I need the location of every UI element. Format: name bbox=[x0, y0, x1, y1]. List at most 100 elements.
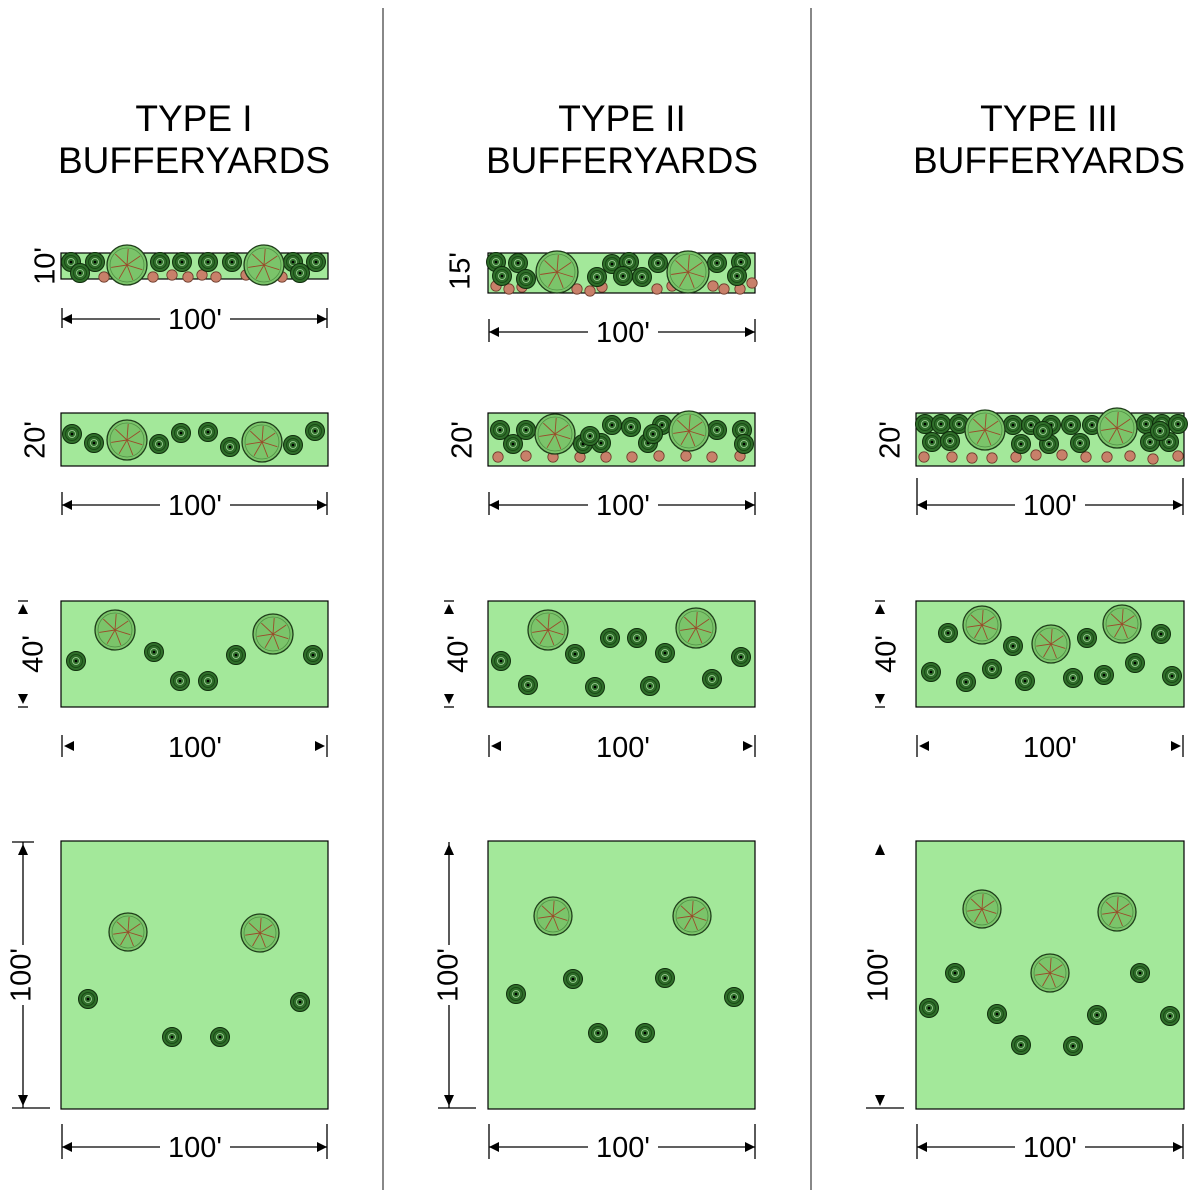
evergreen-tree-icon bbox=[724, 987, 744, 1007]
evergreen-tree-icon bbox=[150, 252, 170, 272]
evergreen-tree-icon bbox=[491, 651, 511, 671]
evergreen-tree-icon bbox=[198, 252, 218, 272]
width-label: 100' bbox=[1023, 1132, 1077, 1164]
plants-type2-20ft bbox=[490, 410, 754, 463]
evergreen-tree-icon bbox=[648, 253, 668, 273]
plants-type3-100ft bbox=[919, 889, 1180, 1056]
type-1-title-line2: BUFFERYARDS bbox=[58, 140, 330, 181]
evergreen-tree-icon bbox=[171, 423, 191, 443]
shade-tree-icon bbox=[1097, 892, 1137, 932]
type-2-title-line2: BUFFERYARDS bbox=[486, 140, 758, 181]
shrub-icon bbox=[503, 283, 515, 295]
shrub-icon bbox=[746, 277, 758, 289]
shrub-icon bbox=[1030, 449, 1042, 461]
evergreen-tree-icon bbox=[149, 434, 169, 454]
depth-dimension bbox=[875, 600, 885, 708]
width-dimension bbox=[61, 735, 328, 757]
width-label: 100' bbox=[168, 490, 222, 522]
depth-dimension bbox=[444, 600, 454, 708]
type-1-title-line1: TYPE I bbox=[135, 98, 252, 139]
evergreen-tree-icon bbox=[66, 651, 86, 671]
shrub-icon bbox=[182, 271, 194, 283]
depth-label: 20' bbox=[875, 421, 907, 459]
shade-tree-icon bbox=[1030, 953, 1070, 993]
shade-tree-icon bbox=[106, 244, 148, 286]
shade-tree-icon bbox=[1102, 604, 1142, 644]
width-label: 100' bbox=[1023, 490, 1077, 522]
shade-tree-icon bbox=[527, 609, 569, 651]
evergreen-tree-icon bbox=[306, 252, 326, 272]
evergreen-tree-icon bbox=[85, 252, 105, 272]
evergreen-tree-icon bbox=[210, 1027, 230, 1047]
shrub-icon bbox=[600, 451, 612, 463]
shrub-icon bbox=[584, 285, 596, 297]
evergreen-tree-icon bbox=[283, 435, 303, 455]
depth-label: 40' bbox=[18, 635, 50, 673]
width-label: 100' bbox=[168, 732, 222, 764]
evergreen-tree-icon bbox=[1130, 963, 1150, 983]
evergreen-tree-icon bbox=[303, 645, 323, 665]
width-dimension bbox=[61, 492, 328, 515]
evergreen-tree-icon bbox=[172, 252, 192, 272]
evergreen-tree-icon bbox=[919, 998, 939, 1018]
evergreen-tree-icon bbox=[580, 426, 600, 446]
width-label: 100' bbox=[596, 317, 650, 349]
evergreen-tree-icon bbox=[1015, 671, 1035, 691]
shrub-icon bbox=[707, 280, 719, 292]
evergreen-tree-icon bbox=[621, 417, 641, 437]
evergreen-tree-icon bbox=[627, 628, 647, 648]
evergreen-tree-icon bbox=[170, 671, 190, 691]
evergreen-tree-icon bbox=[503, 434, 523, 454]
shrub-icon bbox=[1056, 449, 1068, 461]
evergreen-tree-icon bbox=[492, 266, 512, 286]
evergreen-tree-icon bbox=[516, 269, 536, 289]
width-dimension bbox=[916, 1124, 1184, 1159]
evergreen-tree-icon bbox=[734, 434, 754, 454]
depth-label: 100' bbox=[433, 948, 465, 1002]
evergreen-tree-icon bbox=[1011, 1035, 1031, 1055]
shade-tree-icon bbox=[240, 913, 280, 953]
evergreen-tree-icon bbox=[921, 662, 941, 682]
evergreen-tree-icon bbox=[198, 671, 218, 691]
shade-tree-icon bbox=[108, 912, 148, 952]
width-label: 100' bbox=[168, 304, 222, 336]
evergreen-tree-icon bbox=[1150, 421, 1170, 441]
width-dimension bbox=[488, 735, 756, 757]
evergreen-tree-icon bbox=[506, 984, 526, 1004]
width-dimension bbox=[488, 319, 756, 342]
shade-tree-icon bbox=[1031, 624, 1071, 664]
shrub-icon bbox=[210, 271, 222, 283]
evergreen-tree-icon bbox=[982, 659, 1002, 679]
evergreen-tree-icon bbox=[600, 628, 620, 648]
width-dimension bbox=[61, 1124, 328, 1159]
evergreen-tree-icon bbox=[490, 420, 510, 440]
shrub-icon bbox=[1147, 453, 1159, 465]
evergreen-tree-icon bbox=[290, 992, 310, 1012]
shade-tree-icon bbox=[534, 413, 576, 455]
evergreen-tree-icon bbox=[78, 989, 98, 1009]
plants-type3-40ft bbox=[921, 604, 1182, 692]
plants-type2-15ft bbox=[486, 250, 758, 297]
evergreen-tree-icon bbox=[727, 266, 747, 286]
shrub-icon bbox=[492, 451, 504, 463]
shrub-icon bbox=[520, 450, 532, 462]
evergreen-tree-icon bbox=[585, 677, 605, 697]
shade-tree-icon bbox=[533, 896, 573, 936]
evergreen-tree-icon bbox=[731, 647, 751, 667]
evergreen-tree-icon bbox=[1061, 415, 1081, 435]
evergreen-tree-icon bbox=[1063, 668, 1083, 688]
shrub-icon bbox=[706, 451, 718, 463]
plants-type2-100ft bbox=[506, 896, 744, 1043]
shade-tree-icon bbox=[94, 609, 136, 651]
evergreen-tree-icon bbox=[987, 1004, 1007, 1024]
evergreen-tree-icon bbox=[1033, 421, 1053, 441]
evergreen-tree-icon bbox=[1087, 1005, 1107, 1025]
evergreen-tree-icon bbox=[198, 422, 218, 442]
shade-tree-icon bbox=[962, 605, 1002, 645]
evergreen-tree-icon bbox=[70, 263, 90, 283]
evergreen-tree-icon bbox=[632, 267, 652, 287]
shrub-icon bbox=[166, 269, 178, 281]
evergreen-tree-icon bbox=[931, 414, 951, 434]
shade-tree-icon bbox=[243, 244, 285, 286]
